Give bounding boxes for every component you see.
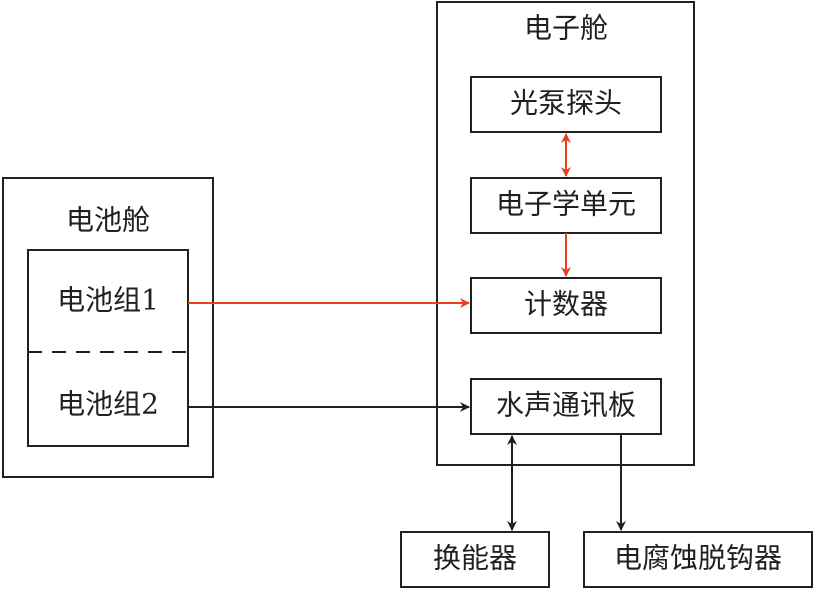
- release-hook-box: [583, 531, 813, 588]
- battery-cabin: 电池舱 电池组1 电池组2: [2, 177, 214, 478]
- battery-cabin-title: 电池舱: [66, 204, 150, 237]
- pump-probe-box: [470, 76, 662, 133]
- electronics-unit-box: [470, 177, 662, 234]
- counter-box: [470, 277, 662, 334]
- transducer-box: [400, 531, 550, 588]
- battery-group-2-label: 电池组2: [57, 388, 159, 421]
- electronics-unit-label: 电子学单元: [496, 188, 636, 221]
- counter-label: 计数器: [524, 288, 608, 321]
- acoustic-board-label: 水声通讯板: [496, 389, 636, 422]
- transducer-label: 换能器: [433, 542, 517, 575]
- electronics-cabin-title: 电子舱: [524, 12, 608, 45]
- acoustic-board-box: [470, 378, 662, 435]
- release-hook-label: 电腐蚀脱钩器: [614, 542, 782, 575]
- pump-probe-label: 光泵探头: [510, 87, 622, 120]
- battery-groups-box: [27, 249, 189, 447]
- release-hook: 电腐蚀脱钩器: [583, 531, 813, 588]
- battery-group-1-label: 电池组1: [57, 284, 159, 317]
- transducer: 换能器: [400, 531, 550, 588]
